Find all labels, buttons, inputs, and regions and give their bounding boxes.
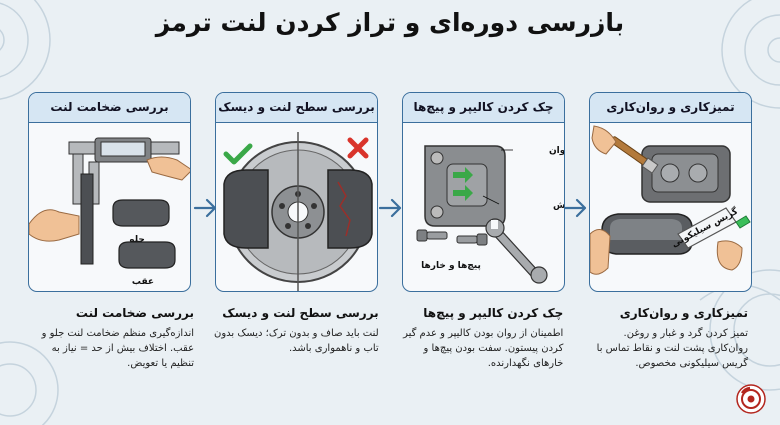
front-label: جلو xyxy=(128,235,145,245)
caliper-gauge-icon xyxy=(68,137,180,205)
descriptions-row: تمیزکاری و روان‌کاری تمیز کردن گرد و غبا… xyxy=(28,306,752,421)
desc-title-cleaning: تمیزکاری و روان‌کاری xyxy=(619,306,748,320)
panel-thickness: بررسی ضخامت لنت جلو عقب xyxy=(28,92,191,292)
cleaning-illustration: گریس سیلیکونی xyxy=(590,125,751,275)
panel-header-caliper: چک کردن کالیپر و پیچ‌ها xyxy=(403,93,564,123)
bolts-label: پیچ‌ها و خارها xyxy=(421,261,481,271)
desc-thickness: بررسی ضخامت لنت اندازه‌گیری منظم ضخامت ل… xyxy=(28,306,198,421)
worn-pad-graphic xyxy=(327,169,373,249)
desc-cleaning: تمیزکاری و روان‌کاری تمیز کردن گرد و غبا… xyxy=(582,306,752,421)
arrow-right-icon xyxy=(563,198,587,218)
front-pad-graphic xyxy=(112,199,170,227)
desc-surface: بررسی سطح لنت و دیسک لنت باید صاف و بدون… xyxy=(213,306,383,421)
arrow-right-icon xyxy=(378,198,402,218)
panel-header-surface: بررسی سطح لنت و دیسک xyxy=(216,93,377,123)
cross-icon xyxy=(347,137,369,159)
desc-body-caliper: اطمینان از روان بودن کالیپر و عدم گیر کر… xyxy=(403,328,564,369)
desc-body-surface: لنت باید صاف و بدون ترک؛ دیسک بدون تاب و… xyxy=(214,328,379,354)
rear-pad-graphic xyxy=(118,241,176,269)
arrow-right-icon xyxy=(193,198,217,218)
panel-header-cleaning: تمیزکاری و روان‌کاری xyxy=(590,93,751,123)
panel-cleaning: تمیزکاری و روان‌کاری xyxy=(589,92,752,292)
desc-title-thickness: بررسی ضخامت لنت xyxy=(75,306,195,320)
desc-title-caliper: چک کردن کالیپر و پیچ‌ها xyxy=(423,306,564,320)
piston-label: پیستون/بوش xyxy=(553,201,565,211)
check-icon xyxy=(223,143,253,165)
panel-surface: بررسی سطح لنت و دیسک xyxy=(215,92,378,292)
caliper-label: کالیپر روان xyxy=(549,146,565,156)
desc-body-cleaning: تمیز کردن گرد و غبار و روغن. روان‌کاری پ… xyxy=(596,328,748,369)
desc-caliper: چک کردن کالیپر و پیچ‌ها اطمینان از روان … xyxy=(397,306,567,421)
brush-graphic xyxy=(591,125,659,174)
surface-illustration xyxy=(223,132,373,291)
good-pad-graphic xyxy=(223,169,269,249)
steps-row: تمیزکاری و روان‌کاری xyxy=(28,92,752,292)
wrench-icon xyxy=(485,218,548,284)
panel-header-thickness: بررسی ضخامت لنت xyxy=(29,93,190,123)
desc-title-surface: بررسی سطح لنت و دیسک xyxy=(222,306,379,320)
caliper-illustration: کالیپر روان پیستون/بوش پیچ‌ها و خارها xyxy=(416,145,565,284)
brake-disc-logo-icon xyxy=(736,384,766,414)
panel-caliper: چک کردن کالیپر و پیچ‌ها کالیپر روان پیست… xyxy=(402,92,565,292)
measured-pad-graphic xyxy=(80,173,94,265)
rear-label: عقب xyxy=(132,277,154,287)
desc-body-thickness: اندازه‌گیری منظم ضخامت لنت جلو و عقب. اخ… xyxy=(41,328,195,369)
caliper-ok-arrows-icon xyxy=(453,167,473,201)
caliper-graphic xyxy=(641,145,731,203)
page-title: بازرسی دوره‌ای و تراز کردن لنت ترمز xyxy=(155,8,625,37)
thickness-illustration: جلو عقب xyxy=(29,137,190,287)
bolts-graphic xyxy=(416,229,488,246)
